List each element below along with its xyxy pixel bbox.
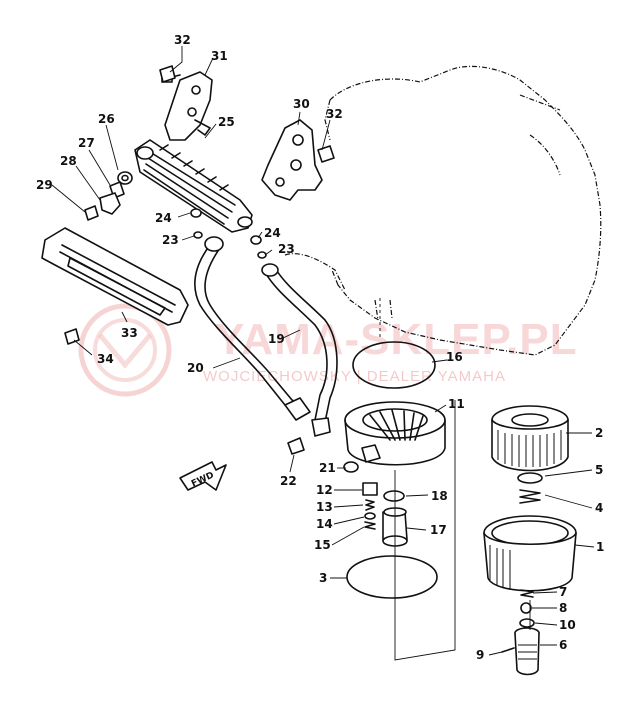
watermark-title: YAMA-SKLEP.PL	[215, 315, 578, 364]
callout-18: 18	[431, 489, 448, 503]
callout-21: 21	[319, 461, 336, 475]
oring-24-right	[250, 235, 262, 245]
callout-34: 34	[97, 352, 114, 366]
leader-lines	[51, 46, 595, 656]
filter-cover-1	[483, 515, 577, 592]
cap-12	[362, 482, 378, 496]
callout-11: 11	[448, 397, 465, 411]
callout-10: 10	[559, 618, 576, 632]
oring-16	[352, 298, 436, 389]
engine-outline	[324, 65, 602, 356]
callout-2: 2	[595, 426, 603, 440]
callout-22: 22	[280, 474, 297, 488]
spring-15	[364, 521, 376, 530]
spring-7	[520, 589, 534, 598]
callout-25: 25	[218, 115, 235, 129]
callout-27: 27	[78, 136, 95, 150]
callout-29: 29	[36, 178, 53, 192]
bracket-30	[261, 119, 323, 201]
filter-element-2	[491, 405, 569, 472]
callout-24-right: 24	[264, 226, 281, 240]
callout-13: 13	[316, 500, 333, 514]
washer-14	[364, 512, 376, 520]
bolt-32-right	[317, 145, 335, 163]
callout-5: 5	[595, 463, 603, 477]
callout-23-right: 23	[278, 242, 295, 256]
callout-1: 1	[596, 540, 604, 554]
callout-28: 28	[60, 154, 77, 168]
watermark: YAMA-SKLEP.PL WOJCIECHOWSKY | DEALER YAM…	[78, 303, 578, 397]
callout-19: 19	[268, 332, 285, 346]
bolt-6	[514, 627, 540, 676]
fwd-arrow: FWD	[179, 461, 227, 491]
watermark-subtitle: WOJCIECHOWSKY | DEALER YAMAHA	[203, 368, 506, 385]
callout-20: 20	[187, 361, 204, 375]
callout-26: 26	[98, 112, 115, 126]
callout-30: 30	[293, 97, 310, 111]
callout-numbers: 32 31 26 25 30 32 27 28 29 24 23 24 23 3…	[36, 33, 604, 662]
callout-15: 15	[314, 538, 331, 552]
callout-3: 3	[319, 571, 327, 585]
washer-8	[520, 602, 532, 614]
oil-hose-20	[194, 236, 311, 421]
oil-hose-19	[261, 263, 338, 437]
callout-8: 8	[559, 601, 567, 615]
oring-18	[383, 490, 405, 502]
bolt-22	[287, 437, 305, 455]
callout-32-top: 32	[174, 33, 191, 47]
callout-32-right: 32	[326, 107, 343, 121]
callout-23-left: 23	[162, 233, 179, 247]
bolt-32-top	[159, 65, 176, 83]
callout-6: 6	[559, 638, 567, 652]
oring-24-left	[190, 208, 202, 218]
bracket-31	[161, 69, 213, 141]
fitting-26	[117, 171, 133, 185]
callout-24-left: 24	[155, 211, 172, 225]
bolt-29	[84, 205, 99, 221]
spring-13	[365, 499, 375, 511]
oring-23-right	[257, 251, 267, 259]
oring-10	[519, 618, 535, 628]
oring-3	[346, 555, 438, 599]
callout-16: 16	[446, 350, 463, 364]
callout-17: 17	[430, 523, 447, 537]
callout-31: 31	[211, 49, 228, 63]
pin-9	[501, 647, 515, 653]
callout-12: 12	[316, 483, 333, 497]
callout-14: 14	[316, 517, 333, 531]
callout-4: 4	[595, 501, 603, 515]
oil-cooler-25	[134, 139, 253, 233]
bolt-34	[64, 328, 80, 345]
callout-7: 7	[559, 585, 567, 599]
callout-33: 33	[121, 326, 138, 340]
filter-housing-11	[344, 401, 446, 466]
clamp-28	[99, 192, 121, 215]
washer-5	[517, 472, 543, 484]
washer-21	[343, 461, 359, 473]
oring-23-left	[193, 231, 203, 239]
spring-4	[519, 489, 541, 504]
callout-9: 9	[476, 648, 484, 662]
cooler-cover-33	[41, 227, 189, 326]
